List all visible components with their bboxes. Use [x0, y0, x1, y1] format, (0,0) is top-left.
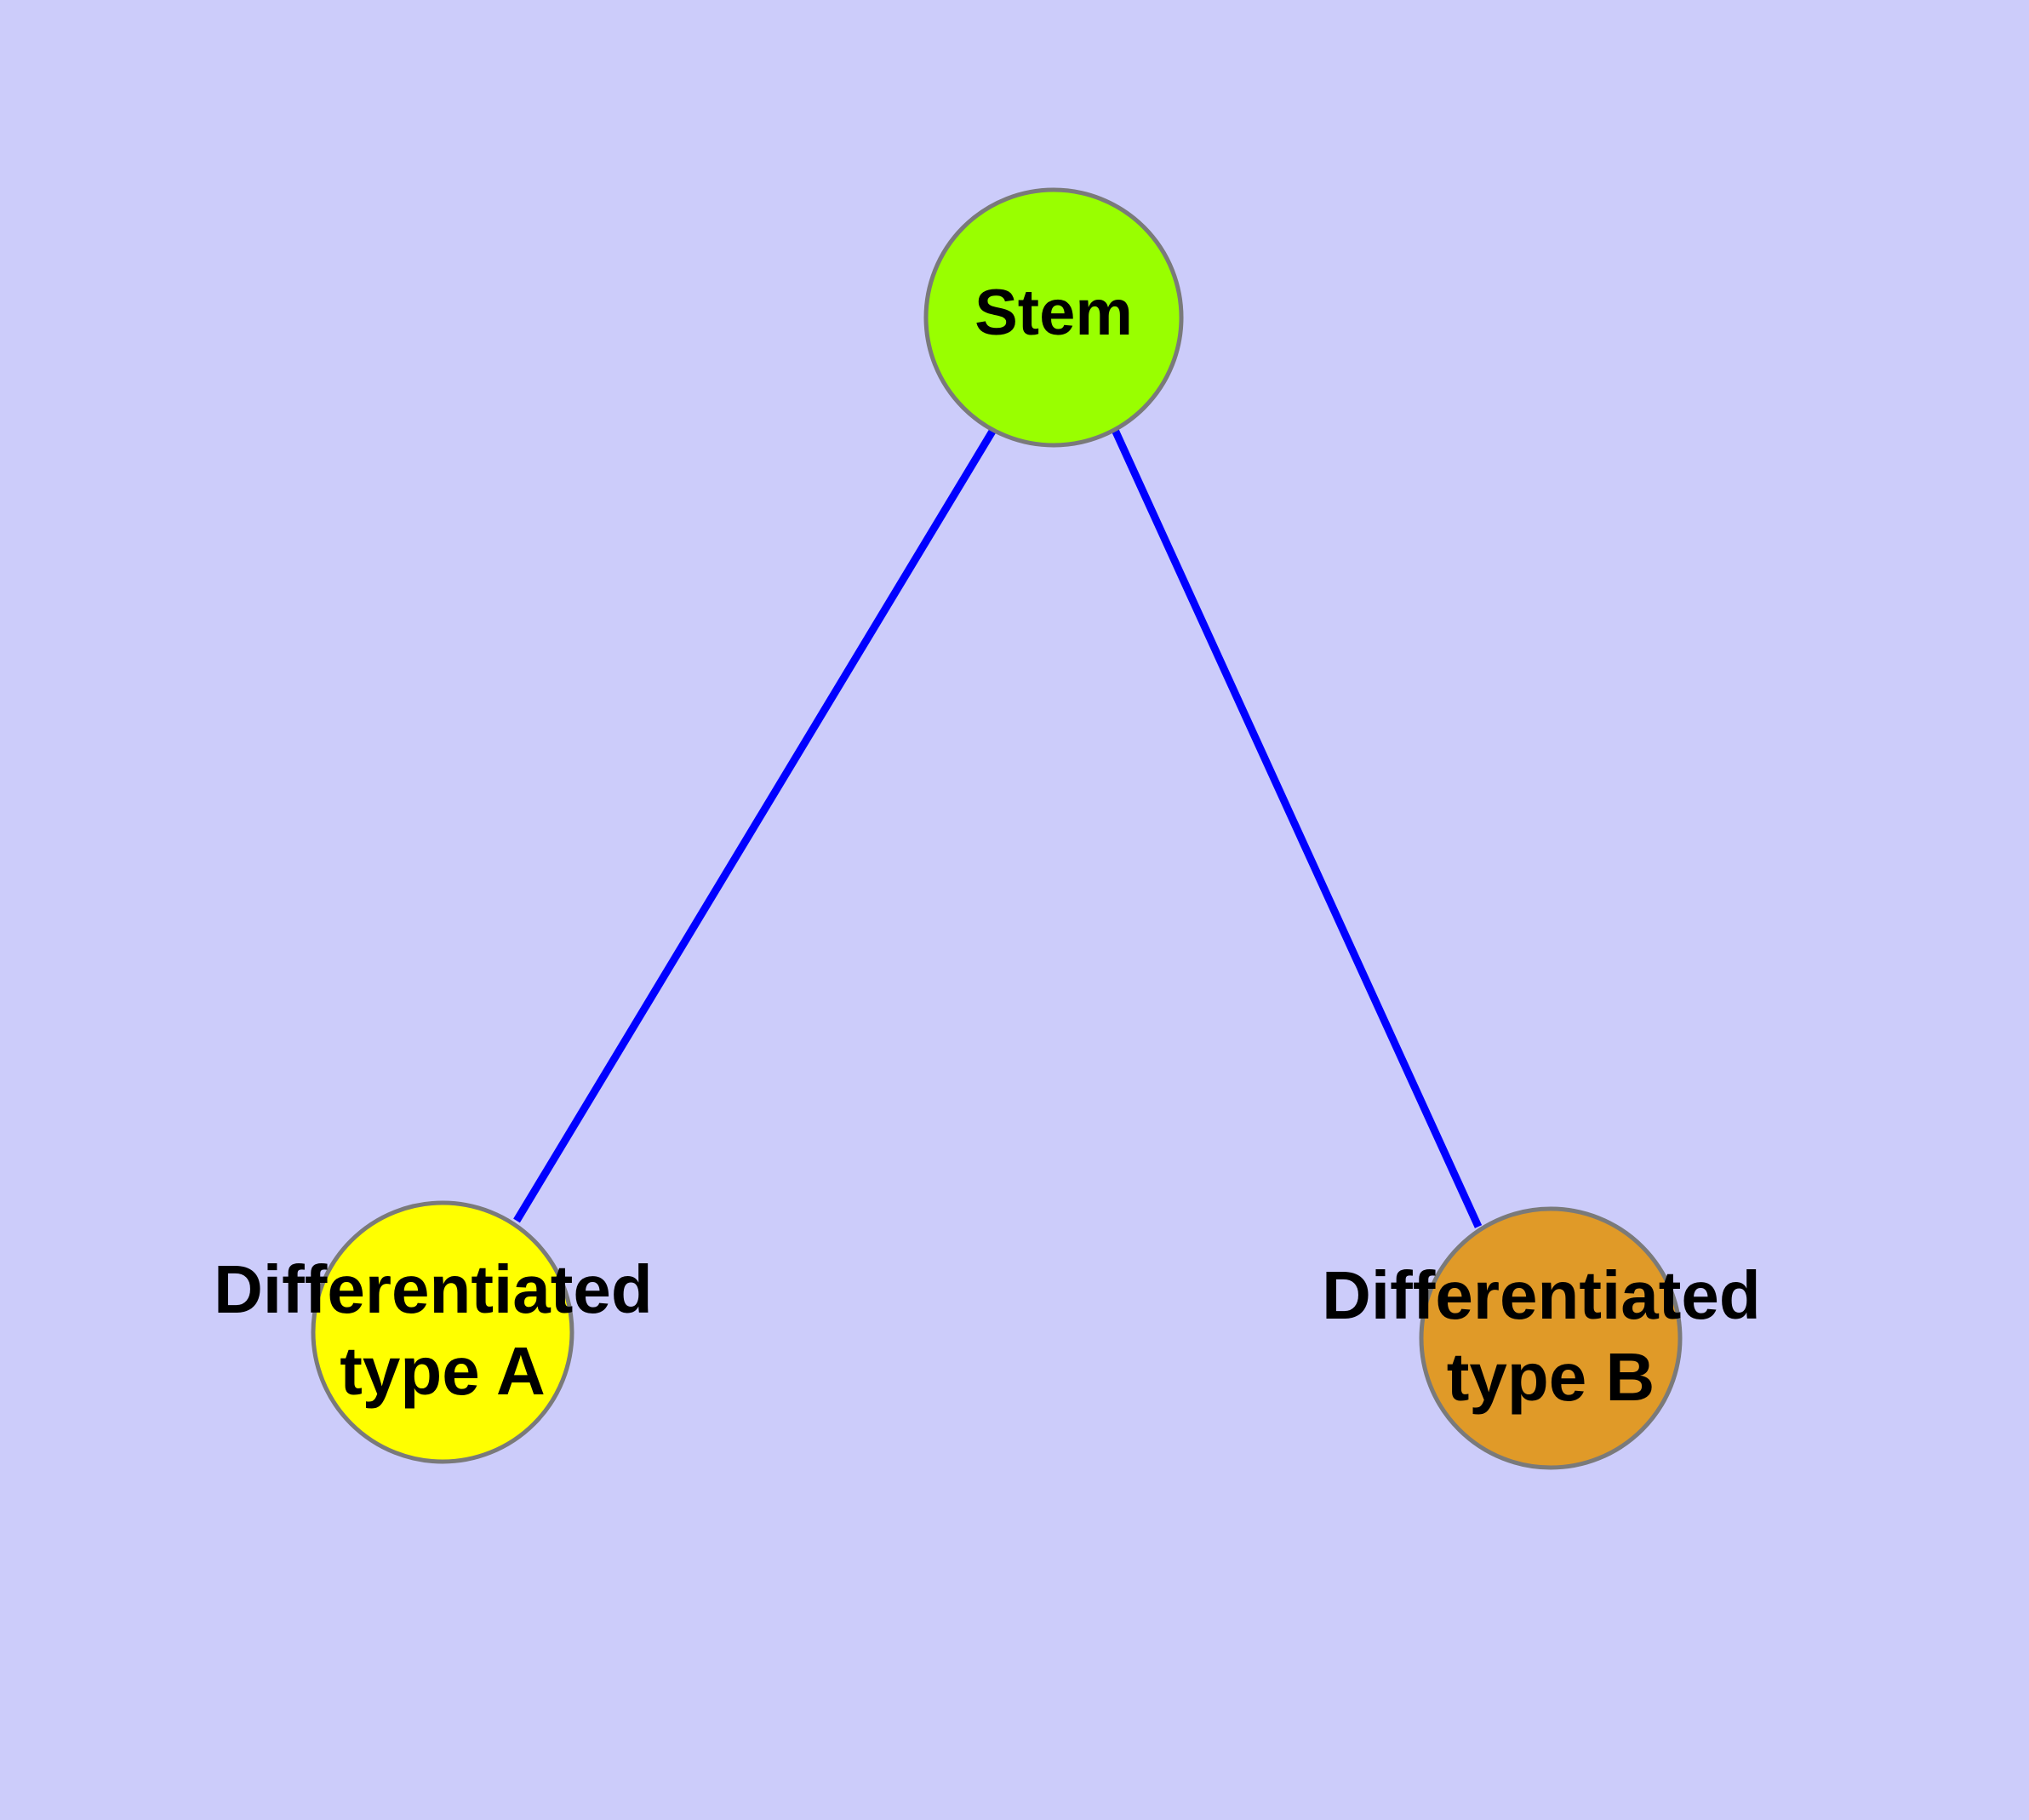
node-diff-a-label: Differentiated type A [214, 1251, 672, 1409]
edge-stem-to-diff-a[interactable] [513, 427, 997, 1223]
node-diff-b-label-line-2: type B [1447, 1339, 1655, 1415]
node-stem-circle[interactable] [923, 187, 1184, 448]
node-layer [311, 187, 1683, 1470]
node-diff-a-label-line-1: Differentiated [214, 1251, 653, 1327]
node-diff-b[interactable] [1419, 1206, 1683, 1470]
node-diff-a-label-line-2: type A [340, 1333, 546, 1409]
node-diff-b-label-line-1: Differentiated [1322, 1257, 1761, 1333]
node-stem[interactable] [923, 187, 1184, 448]
edge-stem-to-diff-b[interactable] [1111, 428, 1483, 1228]
node-diff-b-circle[interactable] [1419, 1206, 1683, 1470]
node-stem-label: Stem [974, 277, 1133, 349]
node-diff-a[interactable] [311, 1200, 574, 1464]
node-stem-label-line-1: Stem [974, 277, 1133, 349]
label-layer: Stem Differentiated type A Differentiate… [214, 277, 1780, 1415]
node-diff-a-circle[interactable] [311, 1200, 574, 1464]
edge-layer [513, 427, 1483, 1228]
node-diff-b-label: Differentiated type B [1322, 1257, 1780, 1415]
